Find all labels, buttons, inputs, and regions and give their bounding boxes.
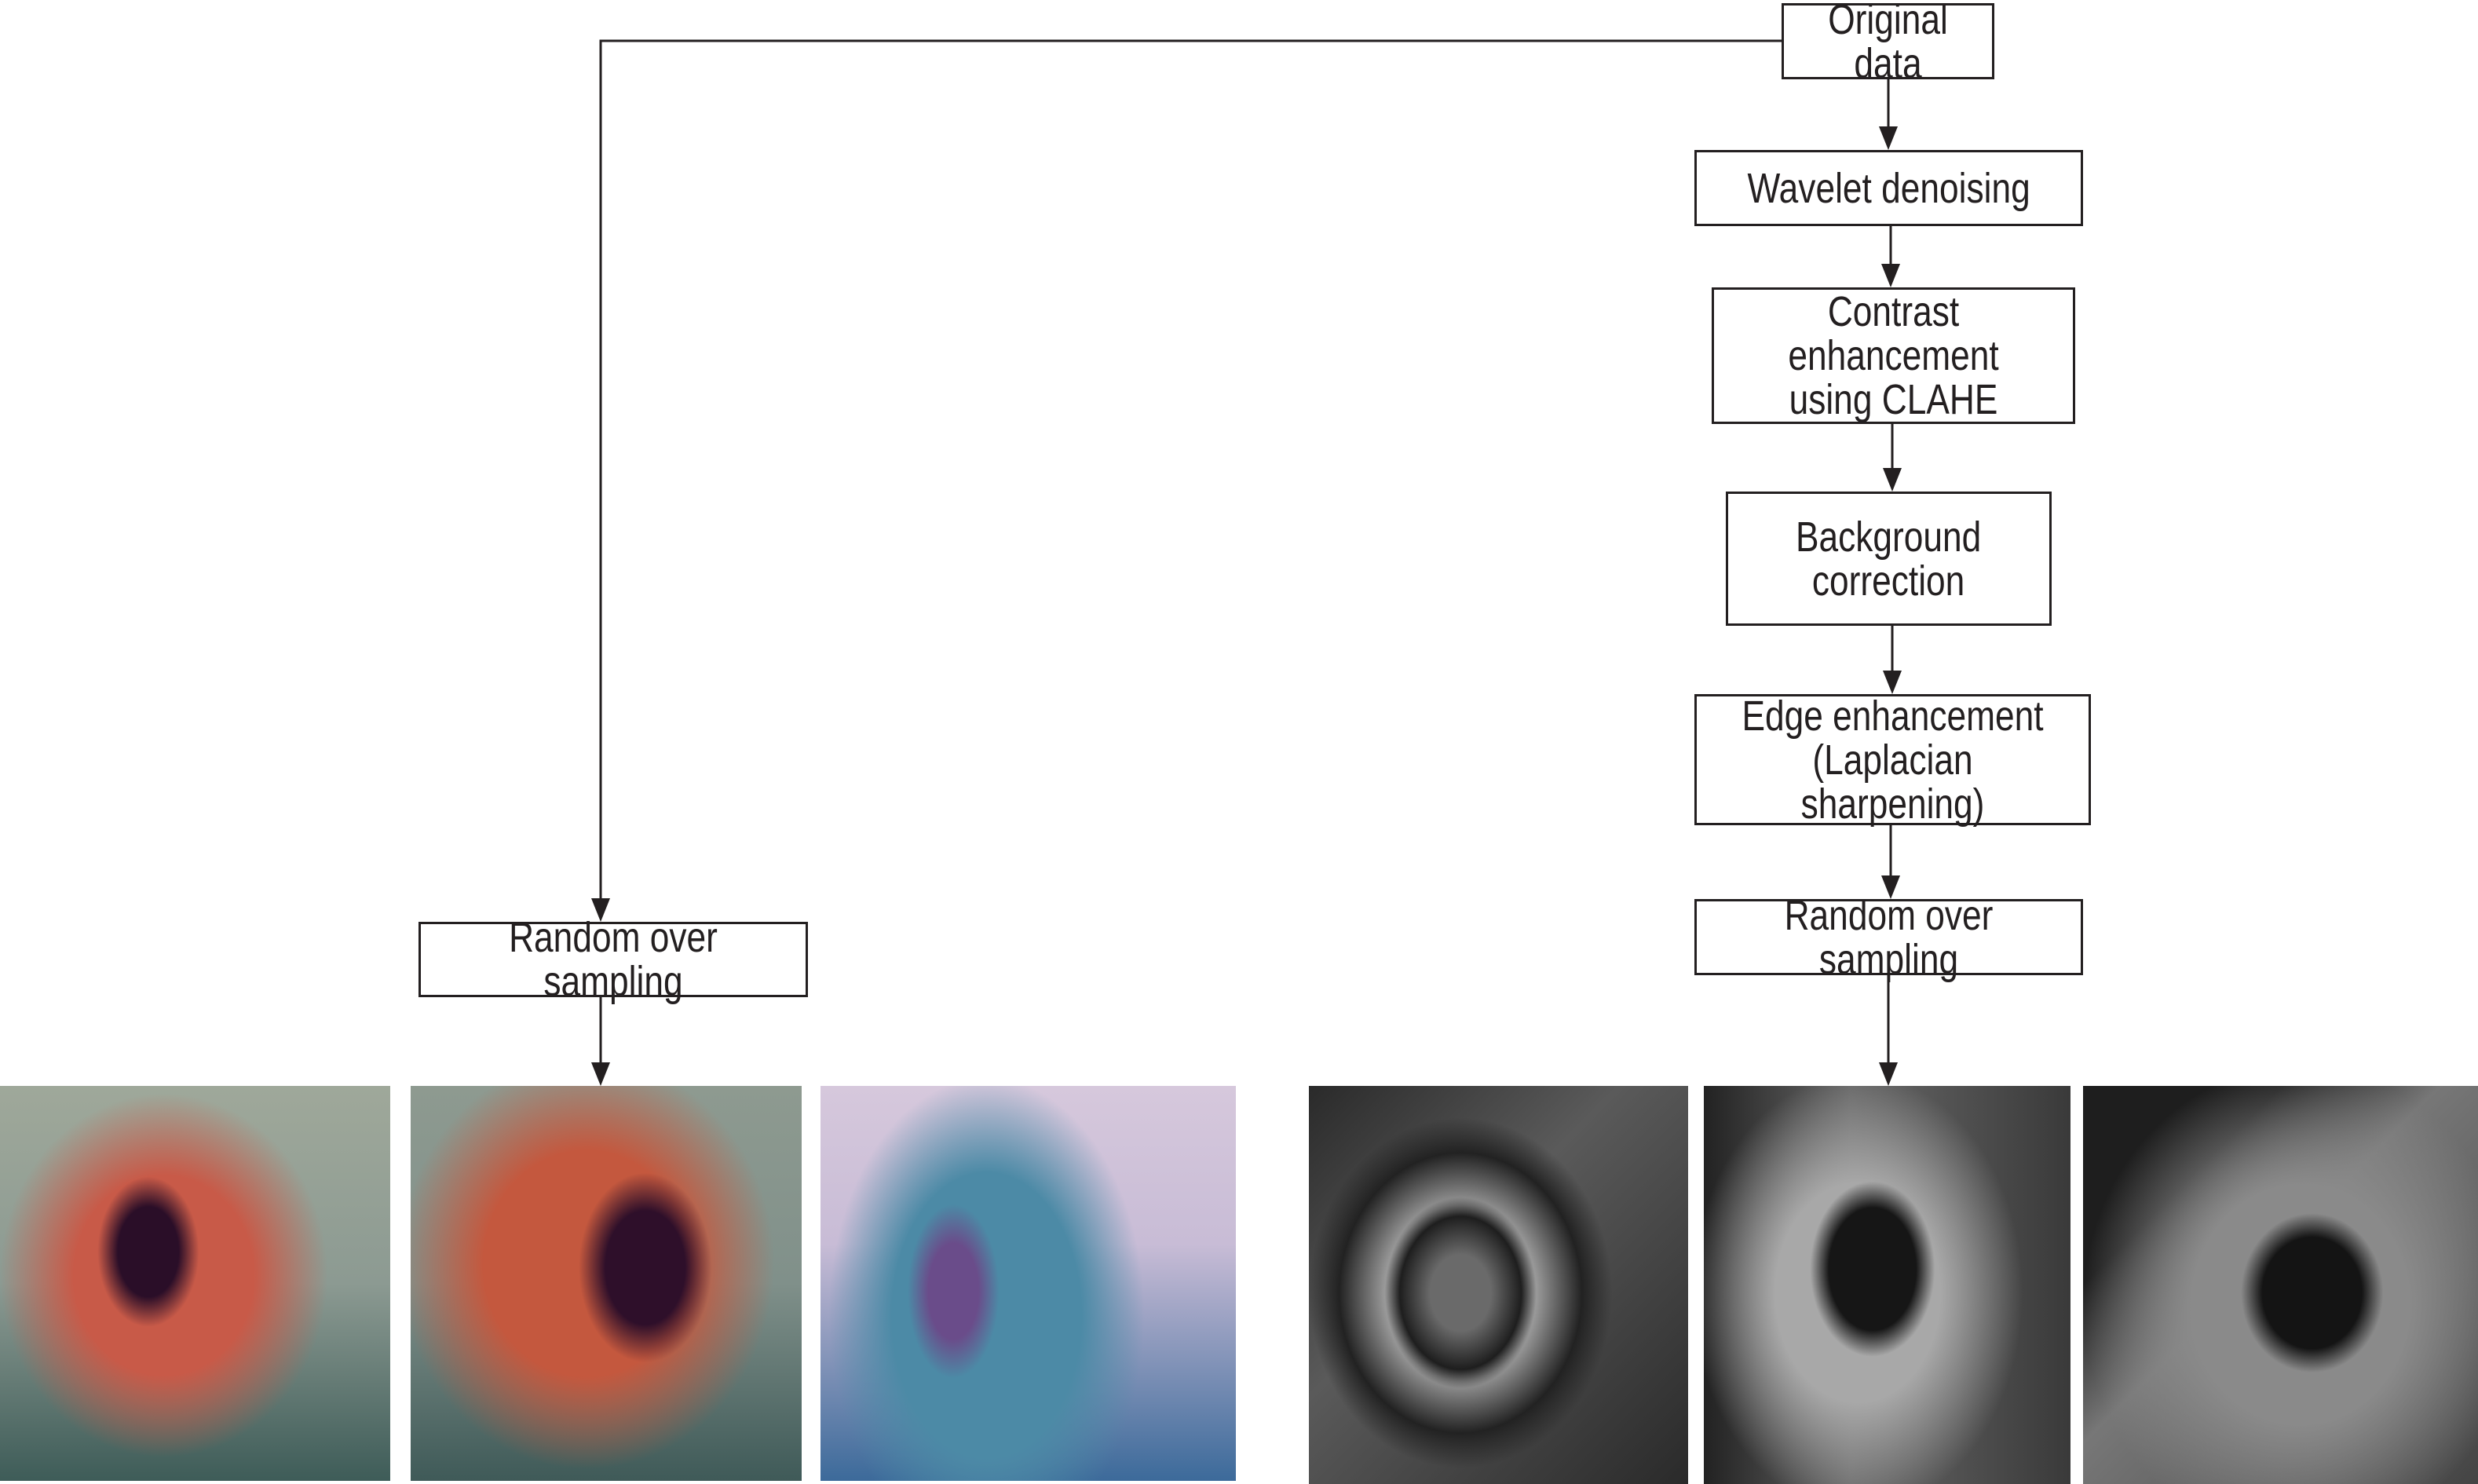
preprocessed-cell-image-1 <box>1309 1086 1688 1484</box>
left-random-oversampling-label: Random over sampling <box>509 914 718 1005</box>
arrow-original-to-left-sampling <box>599 39 1782 903</box>
background-correction-box: Background correction <box>1726 492 2052 626</box>
edge-enhancement-label: Edge enhancement (Laplacian sharpening) <box>1742 692 2044 828</box>
wavelet-denoising-label: Wavelet denoising <box>1747 164 2030 212</box>
original-cell-image-3 <box>821 1086 1236 1481</box>
preprocessed-cell-image-2 <box>1704 1086 2070 1484</box>
edge-enhancement-box: Edge enhancement (Laplacian sharpening) <box>1694 692 2091 828</box>
preprocessed-cell-image-3 <box>2083 1086 2478 1484</box>
original-data-label: Original data <box>1828 0 1948 87</box>
original-data-box: Original data <box>1782 0 1994 86</box>
contrast-enhancement-box: Contrast enhancement using CLAHE <box>1712 287 2075 424</box>
original-cell-image-1 <box>0 1086 390 1481</box>
wavelet-denoising-box: Wavelet denoising <box>1694 150 2083 226</box>
left-random-oversampling-box: Random over sampling <box>418 916 808 1003</box>
right-random-oversampling-box: Random over sampling <box>1694 894 2083 981</box>
contrast-enhancement-label: Contrast enhancement using CLAHE <box>1788 288 1999 423</box>
original-cell-image-2 <box>411 1086 802 1481</box>
background-correction-label: Background correction <box>1796 513 1982 605</box>
right-random-oversampling-label: Random over sampling <box>1784 891 1994 983</box>
